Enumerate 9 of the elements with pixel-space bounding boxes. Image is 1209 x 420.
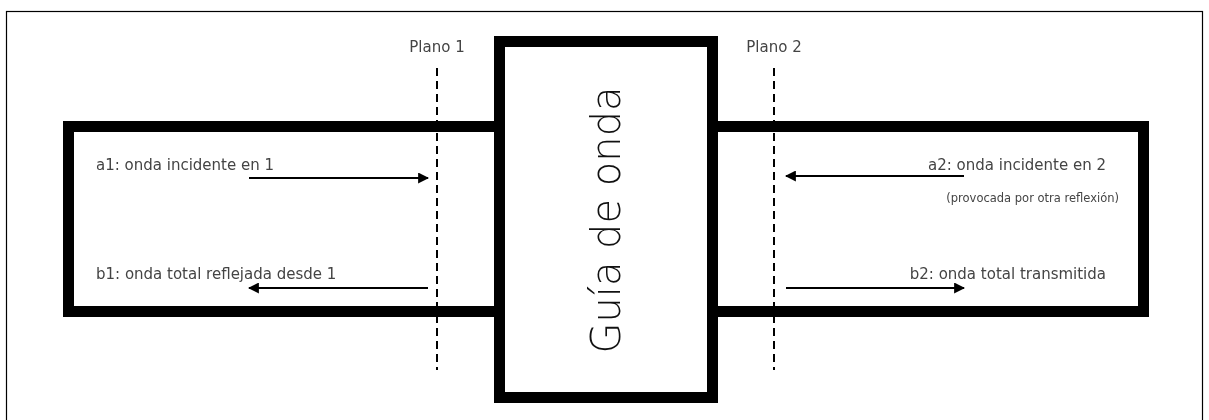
wave-label: b2: onda total transmitida <box>909 265 1106 283</box>
wave-label: a1: onda incidente en 1 <box>96 156 274 174</box>
plane-label: Plano 2 <box>746 38 802 56</box>
wave-label: a2: onda incidente en 2 <box>928 156 1106 174</box>
rotated-title: Guía de onda <box>583 85 629 354</box>
note-text: (provocada por otra reflexión) <box>946 191 1119 205</box>
wave-label: b1: onda total reflejada desde 1 <box>96 265 337 283</box>
waveguide-box <box>494 36 718 403</box>
plane-label: Plano 1 <box>409 38 465 56</box>
